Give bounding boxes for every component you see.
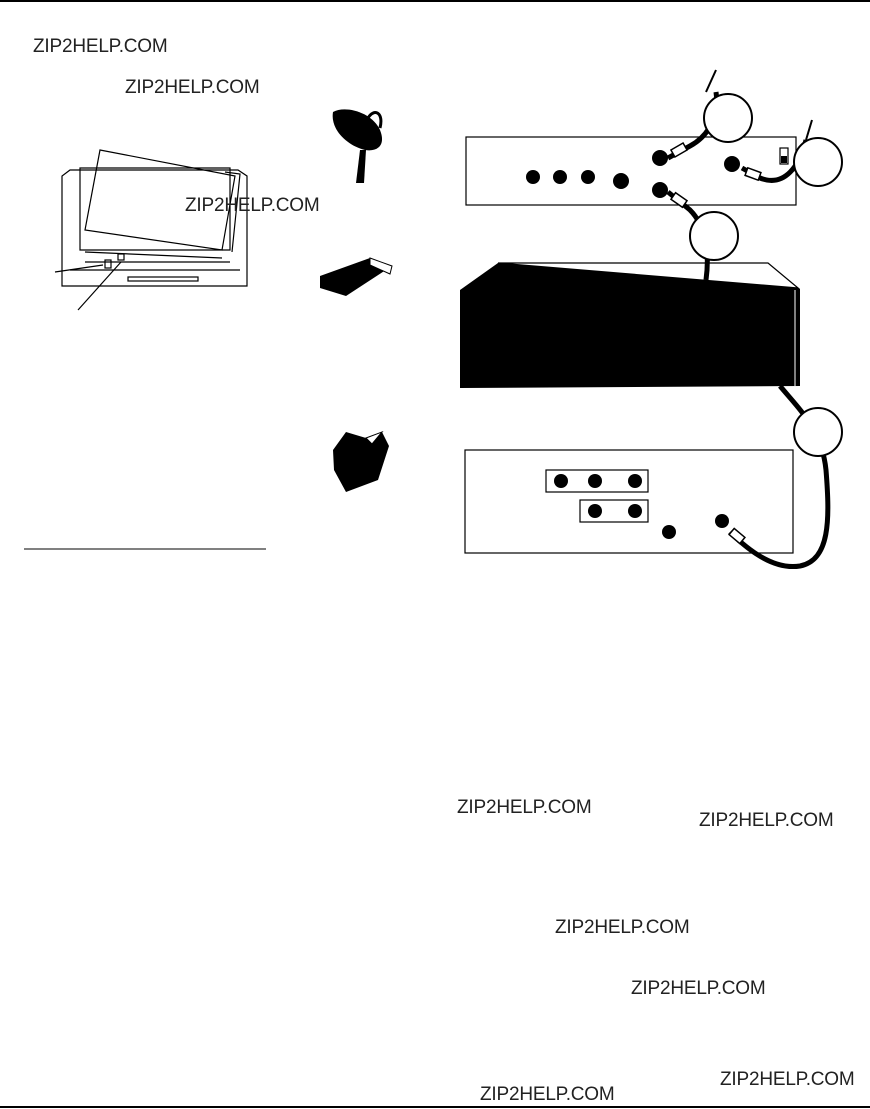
tv-front-view xyxy=(54,149,248,311)
tv-back-panel xyxy=(464,449,794,554)
watermark: ZIP2HELP.COM xyxy=(631,978,766,999)
antenna-icon xyxy=(333,430,389,492)
watermark: ZIP2HELP.COM xyxy=(480,1084,615,1105)
watermark: ZIP2HELP.COM xyxy=(185,195,320,216)
watermark: ZIP2HELP.COM xyxy=(720,1069,855,1090)
bottom-rule xyxy=(0,1106,870,1108)
watermark: ZIP2HELP.COM xyxy=(457,797,592,818)
watermark: ZIP2HELP.COM xyxy=(555,917,690,938)
vcr-icon xyxy=(320,257,393,296)
top-rule xyxy=(0,0,870,2)
watermark: ZIP2HELP.COM xyxy=(699,810,834,831)
coaxial-cables xyxy=(666,69,843,570)
vcr-unit xyxy=(460,262,800,388)
watermark: ZIP2HELP.COM xyxy=(33,36,168,57)
satellite-dish-icon xyxy=(332,109,383,183)
watermark: ZIP2HELP.COM xyxy=(125,77,260,98)
